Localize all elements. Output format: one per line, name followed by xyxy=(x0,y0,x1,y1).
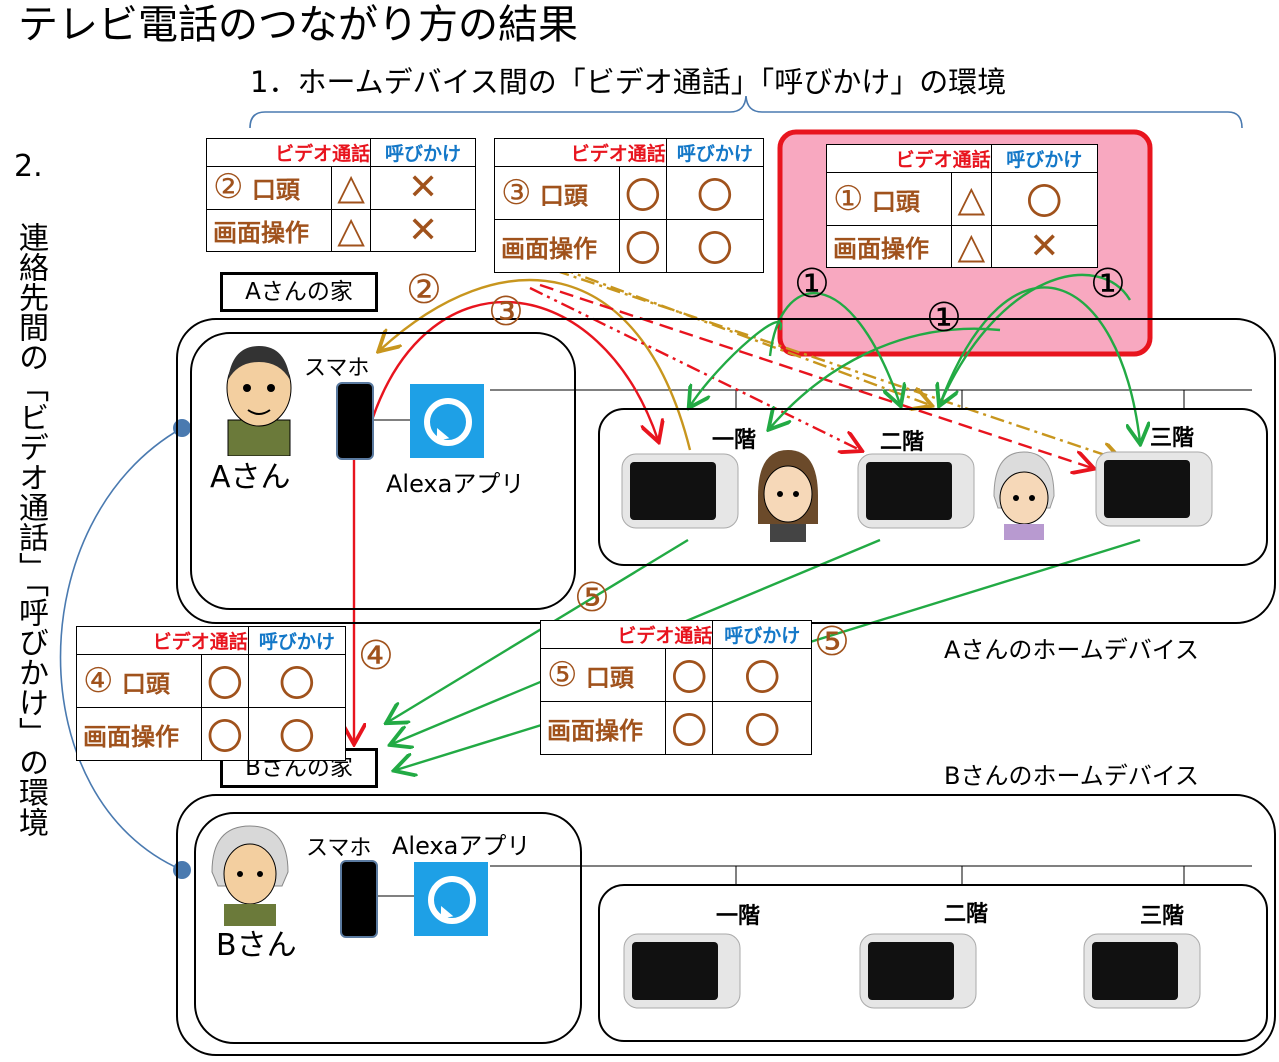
table-4-row1-label: 口頭 xyxy=(121,669,170,698)
section-1-heading: 1．ホームデバイス間の「ビデオ通話」「呼びかけ」の環境 xyxy=(250,65,1007,99)
result-table-4: ビデオ通話 呼びかけ ④ 口頭 〇 〇 画面操作 〇 〇 xyxy=(76,626,347,761)
section-2-heading: 連絡先間の「ビデオ通話」「呼びかけ」の環境 xyxy=(13,222,48,837)
table-3-row2-call: 〇 xyxy=(665,219,765,273)
person-a-avatar xyxy=(226,346,292,456)
house-b-echo-floor1-device[interactable] xyxy=(622,930,744,1012)
table-4-row2-label: 画面操作 xyxy=(76,707,202,761)
house-b-app-label: Alexaアプリ xyxy=(392,832,531,860)
result-table-5: ビデオ通話 呼びかけ ⑤ 口頭 〇 〇 画面操作 〇 〇 xyxy=(539,620,812,755)
house-a-phone-label: スマホ xyxy=(304,356,370,381)
route-5-marker-right: ⑤ xyxy=(814,619,850,665)
result-table-2: ビデオ通話 呼びかけ ② 口頭 △ ✕ 画面操作 △ ✕ xyxy=(205,138,476,252)
table-3-row2-video: 〇 xyxy=(619,219,667,273)
table-5-call-header: 呼びかけ xyxy=(712,620,812,649)
house-b-floor3-label: 三階 xyxy=(1140,904,1185,929)
house-a-floor1-label: 一階 xyxy=(712,428,757,453)
table-3-number: ③ xyxy=(501,172,532,213)
table-3-call-header: 呼びかけ xyxy=(665,138,765,167)
table-5-row1-video: 〇 xyxy=(664,648,714,702)
table-1-row2-label: 画面操作 xyxy=(826,225,952,268)
table-1-row1-video: △ xyxy=(951,172,992,226)
house-a-phone-icon[interactable] xyxy=(336,382,374,460)
table-3-row2-label: 画面操作 xyxy=(494,219,620,273)
table-4-row1-call: 〇 xyxy=(247,654,347,708)
person-a-name: Aさん xyxy=(210,460,291,495)
table-4-number: ④ xyxy=(83,660,114,701)
house-b-person-panel xyxy=(194,812,582,1044)
table-1-number: ① xyxy=(833,178,864,219)
table-2-row2-label: 画面操作 xyxy=(206,208,332,252)
house-b-echo-floor3-device[interactable] xyxy=(1082,930,1204,1012)
table-1-video-header: ビデオ通話 xyxy=(826,144,992,173)
table-5-number: ⑤ xyxy=(547,654,578,695)
table-3-row1-label: 口頭 xyxy=(539,181,588,210)
route-3-marker: ③ xyxy=(488,289,524,335)
route-1-marker-left: ① xyxy=(794,261,830,307)
house-a-label: Aさんの家 xyxy=(220,272,378,312)
route-1-marker-right: ① xyxy=(1090,261,1126,307)
table-2-call-header: 呼びかけ xyxy=(370,138,476,167)
table-5-row2-call: 〇 xyxy=(712,701,812,755)
table-5-row2-video: 〇 xyxy=(664,701,714,755)
section-1-bracket xyxy=(249,95,1243,129)
table-1-row1-call: 〇 xyxy=(990,172,1099,226)
house-a-echo-floor3-device[interactable] xyxy=(1094,448,1216,530)
table-5-row1-call: 〇 xyxy=(712,648,812,702)
house-b-devices-label: Bさんのホームデバイス xyxy=(944,762,1200,790)
table-2-row2-call: ✕ xyxy=(370,208,476,252)
elderly-woman-avatar xyxy=(993,451,1055,540)
route-1-marker-center: ① xyxy=(926,295,962,341)
house-b-floor1-label: 一階 xyxy=(716,904,761,929)
result-table-3: ビデオ通話 呼びかけ ③ 口頭 〇 〇 画面操作 〇 〇 xyxy=(494,138,765,273)
table-2-row1-label: 口頭 xyxy=(251,176,300,205)
house-a-floor3-label: 三階 xyxy=(1150,426,1195,451)
table-1-row1-label: 口頭 xyxy=(871,187,920,216)
table-5-row1-label: 口頭 xyxy=(585,663,634,692)
table-1-row2-call: ✕ xyxy=(990,225,1099,268)
table-4-row2-video: 〇 xyxy=(201,707,249,761)
route-4-marker: ④ xyxy=(358,633,394,679)
table-4-row2-call: 〇 xyxy=(247,707,347,761)
table-2-row2-video: △ xyxy=(330,208,372,252)
route-5-marker-left: ⑤ xyxy=(574,575,610,621)
section-2-bracket xyxy=(59,427,183,871)
table-2-row1-call: ✕ xyxy=(370,166,476,210)
table-4-call-header: 呼びかけ xyxy=(247,626,347,655)
table-3-row1-video: 〇 xyxy=(619,166,667,220)
table-3-row1-call: 〇 xyxy=(665,166,765,220)
table-4-video-header: ビデオ通話 xyxy=(76,626,249,655)
page-title: テレビ電話のつながり方の結果 xyxy=(18,2,578,48)
table-4-row1-video: 〇 xyxy=(201,654,249,708)
table-2-video-header: ビデオ通話 xyxy=(205,138,371,167)
house-a-person-panel xyxy=(190,332,576,610)
house-b-phone-icon[interactable] xyxy=(340,860,378,938)
house-a-echo-floor2-device[interactable] xyxy=(856,450,978,532)
house-a-app-label: Alexaアプリ xyxy=(386,470,525,498)
table-1-call-header: 呼びかけ xyxy=(990,144,1099,173)
house-b-device-panel xyxy=(598,884,1268,1042)
house-b-alexa-app-icon[interactable] xyxy=(414,862,488,936)
person-b-name: Bさん xyxy=(216,928,297,963)
house-b-echo-floor2-device[interactable] xyxy=(858,930,980,1012)
house-b-phone-label: スマホ xyxy=(306,836,372,861)
house-a-devices-label: Aさんのホームデバイス xyxy=(944,636,1199,664)
house-a-device-panel xyxy=(598,408,1268,566)
table-3-video-header: ビデオ通話 xyxy=(494,138,667,167)
house-a-echo-floor1-device[interactable] xyxy=(620,450,742,532)
house-a-floor2-label: 二階 xyxy=(880,430,925,455)
table-2-number: ② xyxy=(213,167,244,208)
woman-avatar xyxy=(758,450,818,542)
person-b-avatar xyxy=(211,825,289,926)
route-2-marker: ② xyxy=(406,267,442,313)
house-b-floor2-label: 二階 xyxy=(944,902,989,927)
result-table-1: ビデオ通話 呼びかけ ① 口頭 △ 〇 画面操作 △ ✕ xyxy=(826,144,1099,268)
table-1-row2-video: △ xyxy=(951,225,992,268)
house-b-container xyxy=(176,794,1276,1056)
table-5-video-header: ビデオ通話 xyxy=(539,620,713,649)
table-2-row1-video: △ xyxy=(330,166,372,210)
section-2-number: 2. xyxy=(14,149,43,184)
table-5-row2-label: 画面操作 xyxy=(540,701,666,755)
house-a-alexa-app-icon[interactable] xyxy=(410,384,484,458)
